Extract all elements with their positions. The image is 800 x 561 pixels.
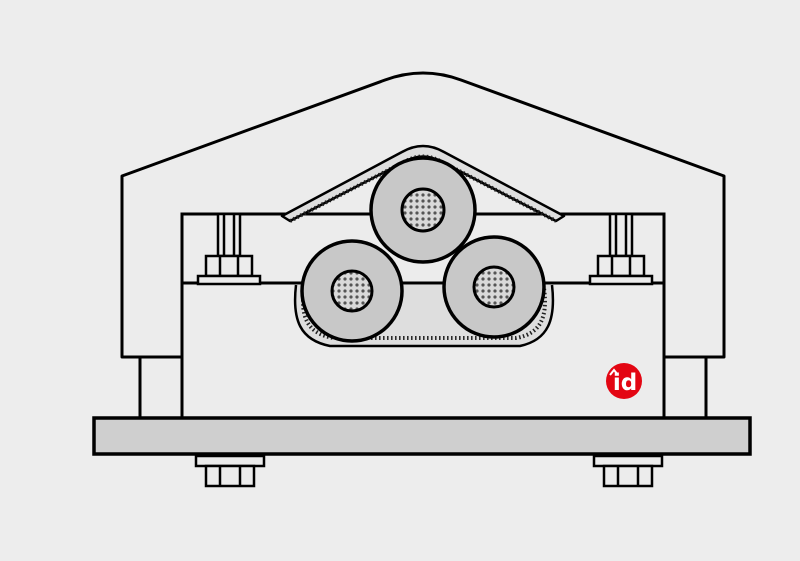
logo-caret-icon (609, 368, 619, 376)
right-clamp-bolt (588, 212, 654, 286)
right-leg (662, 350, 708, 420)
left-clamp-bolt (196, 212, 262, 286)
cable-left (300, 239, 404, 343)
right-mounting-nut (592, 454, 664, 488)
left-mounting-nut (194, 454, 266, 488)
cable-top (369, 156, 477, 264)
left-leg (138, 350, 184, 420)
logo-text: id (613, 370, 637, 396)
lower-liner-teeth (301, 287, 547, 340)
cable-right (442, 235, 546, 339)
brand-logo: id (606, 363, 642, 399)
base-plate (92, 416, 752, 456)
